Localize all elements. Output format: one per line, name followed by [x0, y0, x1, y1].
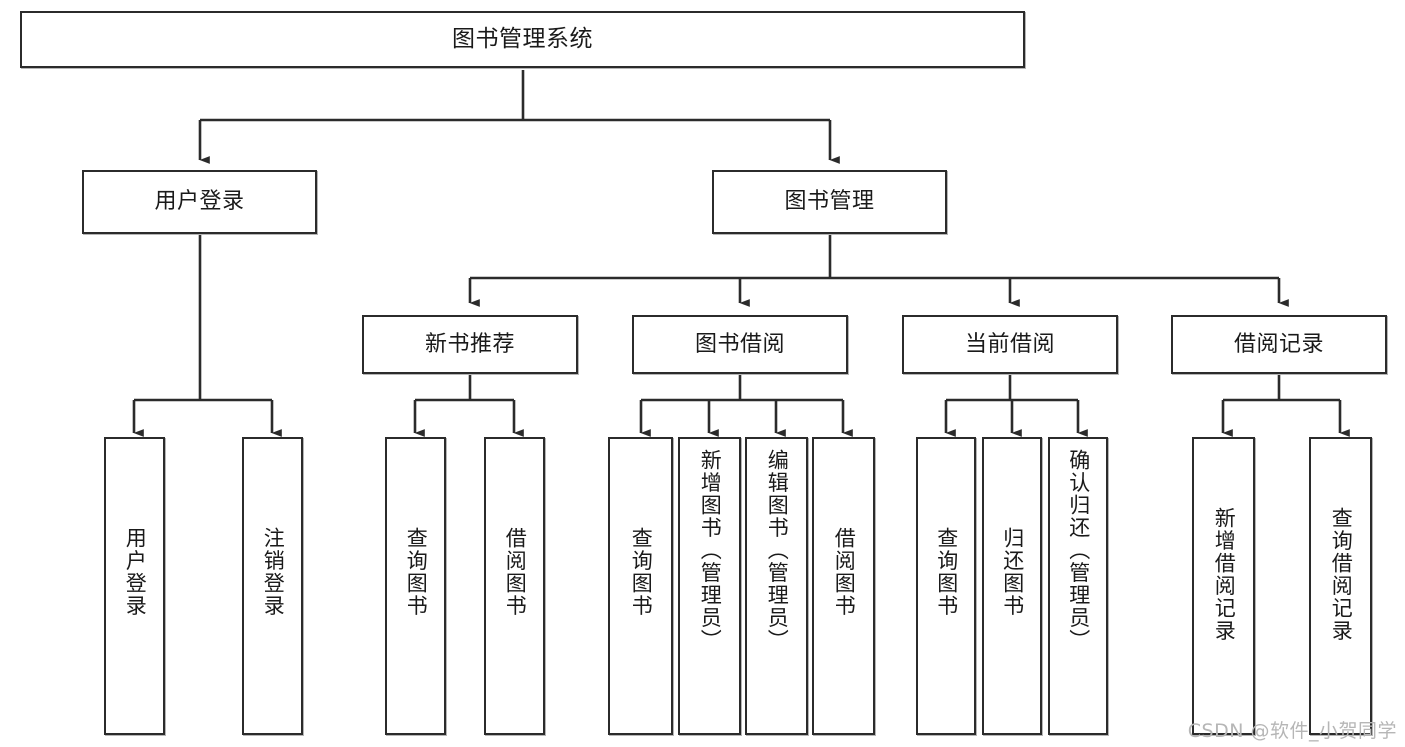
node-label: 借阅图书 [503, 527, 528, 617]
node-label: 用户登录 [123, 527, 148, 617]
node-borrow-record[interactable]: 借阅记录 [1171, 315, 1387, 374]
leaf-add-book[interactable]: 新增图书（管理员） [678, 437, 741, 735]
leaf-logout-login[interactable]: 注销登录 [242, 437, 303, 735]
node-label: 图书管理系统 [452, 26, 593, 52]
node-label: 注销登录 [261, 527, 286, 617]
node-label: 新增图书（管理员） [698, 449, 723, 652]
node-label: 查询图书 [404, 527, 429, 617]
leaf-query-book-2[interactable]: 查询图书 [608, 437, 673, 735]
leaf-edit-book[interactable]: 编辑图书（管理员） [745, 437, 808, 735]
leaf-return-book[interactable]: 归还图书 [982, 437, 1042, 735]
leaf-query-record[interactable]: 查询借阅记录 [1309, 437, 1372, 735]
node-label: 用户登录 [154, 189, 245, 214]
leaf-add-record[interactable]: 新增借阅记录 [1192, 437, 1255, 735]
node-label: 查询图书 [934, 527, 959, 617]
node-label: 查询图书 [629, 527, 654, 617]
node-label: 借阅记录 [1233, 331, 1324, 357]
leaf-query-book-3[interactable]: 查询图书 [916, 437, 976, 735]
watermark-text: CSDN @软件_小贺同学 [1187, 720, 1397, 742]
node-book-borrow[interactable]: 图书借阅 [632, 315, 848, 374]
node-current-borrow[interactable]: 当前借阅 [902, 315, 1118, 374]
leaf-query-book-1[interactable]: 查询图书 [385, 437, 446, 735]
leaf-borrow-book-1[interactable]: 借阅图书 [484, 437, 545, 735]
node-label: 借阅图书 [832, 527, 857, 617]
node-label: 新增借阅记录 [1212, 507, 1237, 642]
node-label: 查询借阅记录 [1329, 507, 1354, 642]
node-label: 图书借阅 [694, 331, 785, 357]
node-label: 新书推荐 [424, 331, 515, 357]
leaf-confirm-return[interactable]: 确认归还（管理员） [1048, 437, 1108, 735]
node-root-system[interactable]: 图书管理系统 [20, 11, 1025, 68]
node-user-login[interactable]: 用户登录 [82, 170, 317, 234]
node-label: 归还图书 [1000, 527, 1025, 617]
leaf-user-login[interactable]: 用户登录 [104, 437, 165, 735]
node-new-book-recommend[interactable]: 新书推荐 [362, 315, 578, 374]
node-book-manage[interactable]: 图书管理 [712, 170, 947, 234]
node-label: 图书管理 [784, 189, 875, 214]
node-label: 编辑图书（管理员） [765, 449, 790, 652]
node-label: 确认归还（管理员） [1066, 449, 1091, 652]
node-label: 当前借阅 [964, 331, 1055, 357]
leaf-borrow-book-2[interactable]: 借阅图书 [812, 437, 875, 735]
